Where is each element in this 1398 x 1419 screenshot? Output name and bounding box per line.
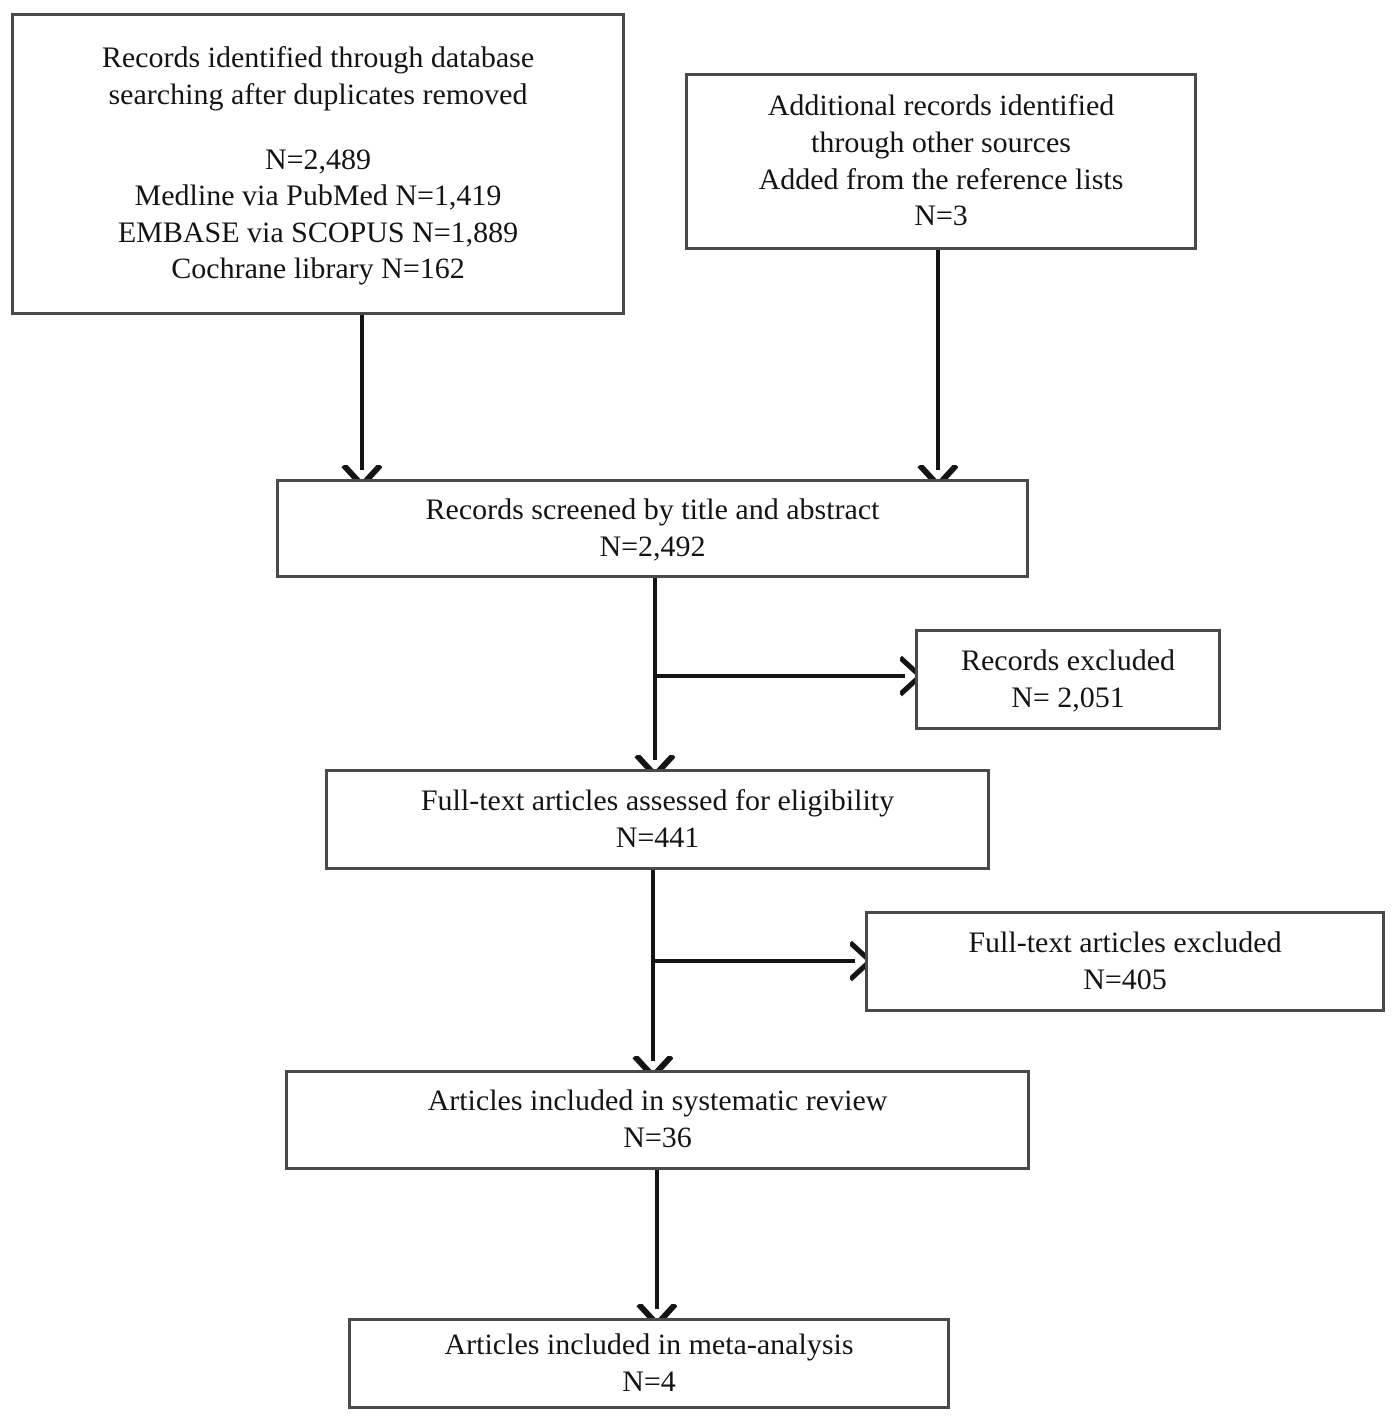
node-included-systematic-review: Articles included in systematic review N… xyxy=(285,1070,1030,1170)
node-source-medline: Medline via PubMed N=1,419 xyxy=(134,179,502,213)
node-line: Additional records identified xyxy=(767,89,1115,123)
node-line: Articles included in meta-analysis xyxy=(444,1327,854,1361)
node-count: N=441 xyxy=(615,820,700,854)
node-line: Added from the reference lists xyxy=(758,162,1124,196)
node-line: Records identified through database xyxy=(101,40,535,74)
node-line: Articles included in systematic review xyxy=(427,1084,888,1118)
node-line: Full‐text articles assessed for eligibil… xyxy=(420,783,895,817)
node-line: Full‐text articles excluded xyxy=(968,925,1282,959)
node-records-excluded: Records excluded N= 2,051 xyxy=(915,629,1221,730)
node-records-identified: Records identified through database sear… xyxy=(11,13,625,315)
node-included-meta-analysis: Articles included in meta-analysis N=4 xyxy=(348,1318,950,1409)
node-source-cochrane: Cochrane library N=162 xyxy=(171,252,465,286)
node-count: N=36 xyxy=(623,1121,692,1154)
node-count: N=4 xyxy=(622,1364,676,1398)
node-fulltext-excluded: Full‐text articles excluded N=405 xyxy=(865,911,1385,1012)
node-source-embase: EMBASE via SCOPUS N=1,889 xyxy=(117,215,519,249)
node-count: N=2,489 xyxy=(264,142,372,176)
node-count: N= 2,051 xyxy=(1011,680,1125,714)
node-count: N=3 xyxy=(914,199,968,233)
node-line: through other sources xyxy=(811,125,1071,159)
node-count: N=2,492 xyxy=(599,529,706,563)
node-records-screened: Records screened by title and abstract N… xyxy=(276,479,1029,578)
node-count: N=405 xyxy=(1083,962,1167,996)
node-line: Records screened by title and abstract xyxy=(425,492,880,526)
node-additional-records: Additional records identified through ot… xyxy=(685,73,1197,250)
node-fulltext-assessed: Full‐text articles assessed for eligibil… xyxy=(325,769,990,870)
node-line: Records excluded xyxy=(960,643,1176,677)
node-line: searching after duplicates removed xyxy=(108,77,528,111)
